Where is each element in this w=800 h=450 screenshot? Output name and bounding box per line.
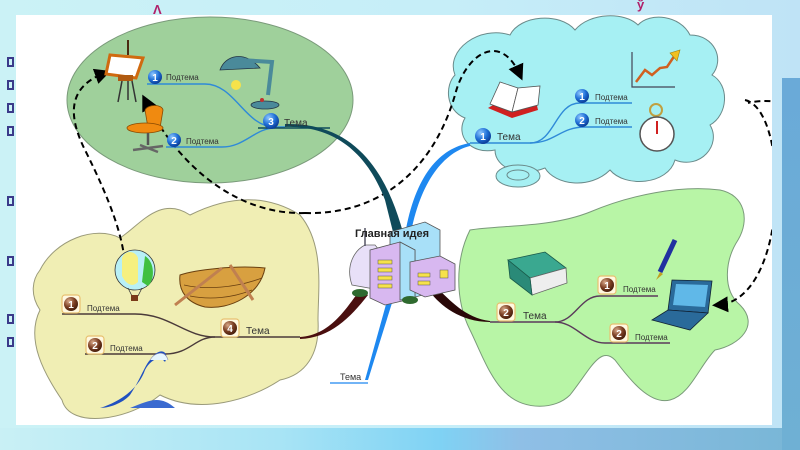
branch-topic-2 [430, 288, 490, 322]
bullet-marker [7, 80, 14, 90]
desk-lamp-icon [219, 56, 280, 110]
topic-4-region [32, 199, 320, 419]
wave-icon [100, 351, 175, 408]
bullet-marker [7, 196, 14, 206]
open-book-icon [488, 81, 541, 118]
badge-number: 3 [268, 117, 274, 128]
branch-topic-1 [405, 143, 470, 238]
office-buildings-icon [349, 221, 456, 306]
badge-blue [148, 70, 589, 147]
subtopic-label: Подтема [595, 93, 628, 102]
mind-map-diagram: 1 2 3 1 1 2 1 2 4 2 1 2 Подтема Подтема … [32, 15, 772, 419]
subtopic-label: Подтема [595, 117, 628, 126]
badge-number: 2 [616, 329, 622, 340]
topic-1-region [447, 15, 725, 188]
relationship-arrow [747, 99, 772, 104]
central-idea-label: Главная идея [355, 228, 429, 240]
fountain-pen-icon [656, 238, 678, 280]
hidden-title-fragment-left: Λ [153, 2, 162, 17]
topic-label: Тема [497, 132, 521, 143]
bullet-marker [7, 337, 14, 347]
textbook-icon [507, 251, 568, 296]
badge-brown [61, 275, 629, 355]
growth-chart-icon [631, 49, 681, 88]
rowboat-icon [174, 264, 266, 308]
relationship-arrow [712, 99, 772, 313]
subtopic-label: Подтема [166, 73, 199, 82]
badge-number: 2 [503, 308, 509, 319]
bullet-marker [7, 126, 14, 136]
subtopic-label: Подтема [110, 344, 143, 353]
topic-label: Тема [246, 326, 270, 337]
office-chair-icon [126, 105, 164, 154]
slide-background-right-band [782, 78, 800, 450]
subtopic-line [529, 126, 632, 144]
badge-number: 4 [227, 324, 233, 335]
topic-label: Тема [284, 118, 308, 129]
branch-topic-4 [300, 290, 368, 339]
bullet-marker [7, 256, 14, 266]
topic-label: Тема [340, 372, 361, 382]
easel-icon [104, 40, 146, 103]
badge-number: 2 [171, 136, 177, 147]
laptop-icon [651, 279, 713, 331]
branch-topic-5 [365, 290, 396, 380]
relationship-arrow [72, 68, 126, 271]
relationship-arrow [142, 94, 306, 215]
subtopic-label: Подтема [186, 137, 219, 146]
badge-number: 2 [92, 341, 98, 352]
bullet-marker [7, 57, 14, 67]
slide-background-bottom-band [0, 428, 800, 450]
hidden-title-fragment-right: ў [637, 0, 645, 12]
badge-number: 1 [68, 300, 74, 311]
branch-topic-3 [285, 123, 405, 240]
subtopic-label: Подтема [87, 304, 120, 313]
topic-3-region [66, 16, 354, 184]
badge-number: 1 [480, 132, 486, 143]
subtopic-label: Подтема [635, 333, 668, 342]
bullet-marker [7, 314, 14, 324]
relationship-arrow [304, 50, 524, 215]
badge-number: 1 [579, 92, 585, 103]
bullet-marker [7, 103, 14, 113]
badge-number: 2 [579, 116, 585, 127]
mind-map-canvas: 1 2 3 1 1 2 1 2 4 2 1 2 Подтема Подтема … [16, 15, 772, 425]
slide-bullet-column [4, 0, 18, 450]
subtopic-label: Подтема [623, 285, 656, 294]
stopwatch-icon [639, 103, 675, 152]
topic-label: Тема [523, 311, 547, 322]
subtopic-line [554, 321, 670, 344]
badge-number: 1 [604, 281, 610, 292]
badge-number: 1 [152, 73, 158, 84]
hot-air-balloon-icon [114, 249, 156, 301]
